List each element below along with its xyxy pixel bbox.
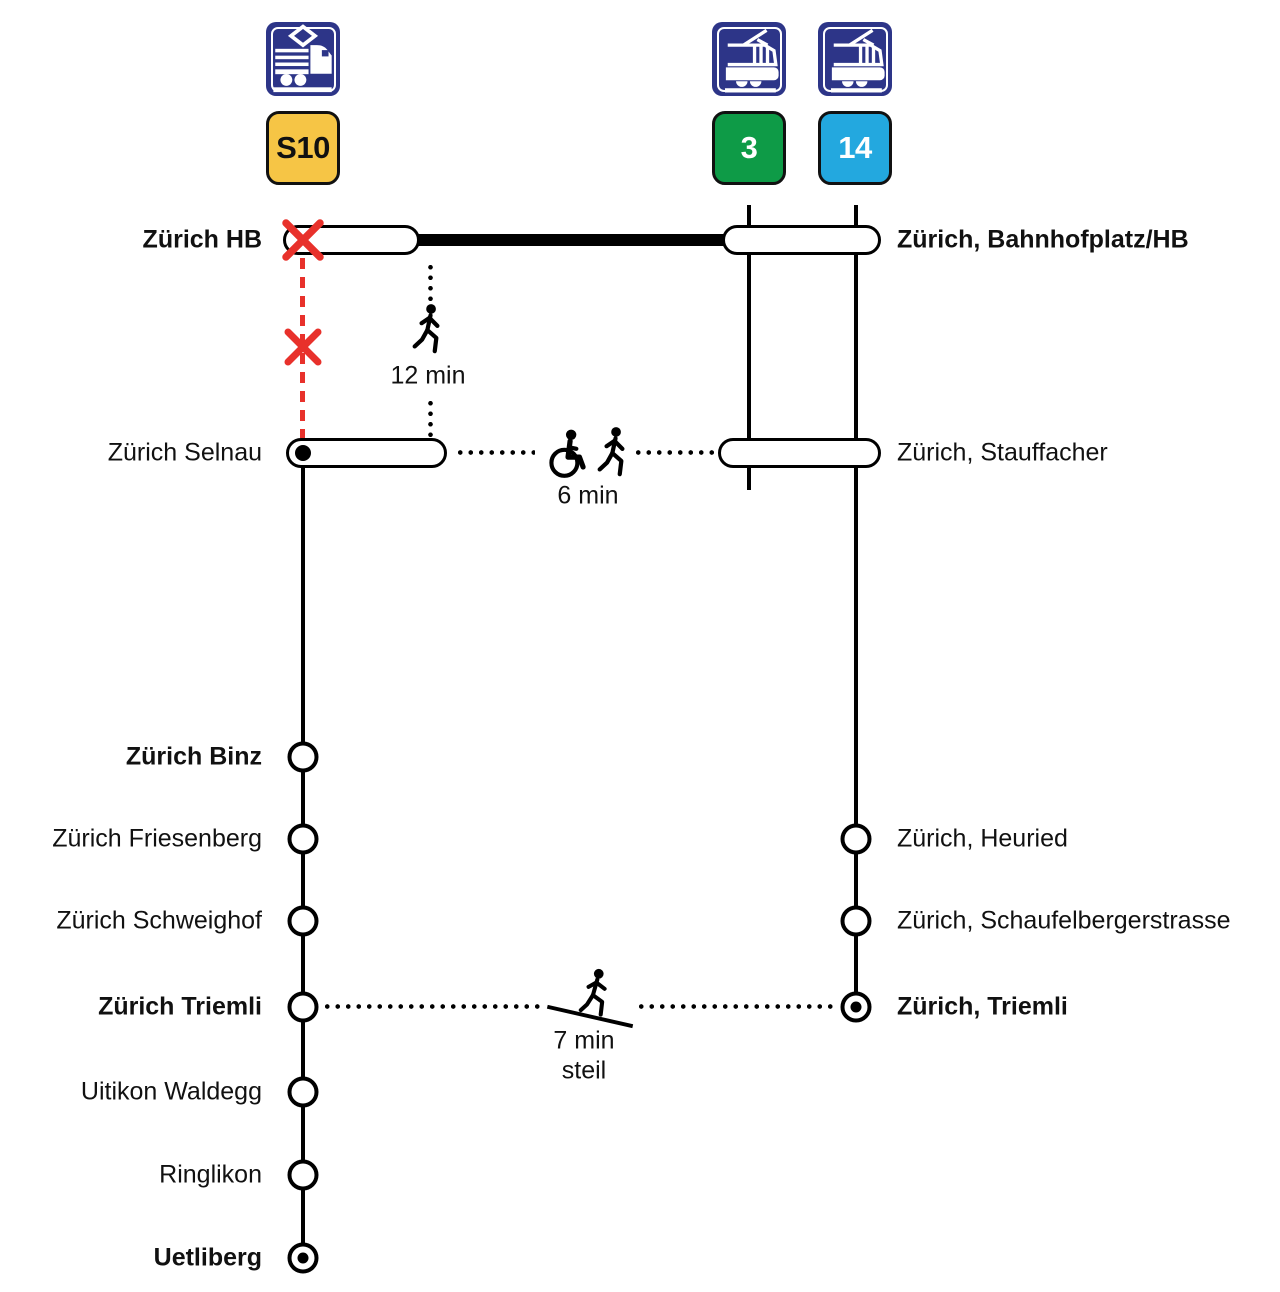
stop-marker-schweighof	[287, 905, 319, 937]
stop-marker-triemli-s10	[287, 991, 319, 1023]
station-label-uetliberg: Uetliberg	[153, 1243, 262, 1272]
wheelchair-icon	[549, 429, 586, 478]
stop-marker-binz	[287, 741, 319, 773]
tram-icon	[712, 22, 786, 96]
train-pictogram	[273, 24, 332, 93]
stop-marker-friesenberg	[287, 823, 319, 855]
stop-marker-ringlikon	[287, 1159, 319, 1191]
walk-note-label: steil	[561, 1056, 607, 1085]
tram-icon	[818, 22, 892, 96]
station-label-ringlikon: Ringlikon	[159, 1160, 262, 1189]
walk-duration-label: 7 min	[553, 1026, 615, 1055]
station-label-selnau: Zürich Selnau	[107, 438, 262, 467]
walking-uphill-icon	[546, 968, 634, 1029]
line-badge-s10: S10	[266, 111, 340, 185]
station-label-triemli-tram: Zürich, Triemli	[897, 992, 1068, 1021]
station-label-waldegg: Uitikon Waldegg	[80, 1077, 262, 1106]
walk-duration-label: 12 min	[390, 361, 466, 390]
line-badge-3: 3	[712, 111, 786, 185]
station-label-binz: Zürich Binz	[125, 742, 262, 771]
tram-pictogram	[830, 28, 885, 93]
line-badge-14: 14	[818, 111, 892, 185]
station-pill-stauffacher	[718, 438, 881, 468]
train-icon	[266, 22, 340, 96]
station-pill-bahnhofplatz	[722, 225, 881, 255]
station-label-schweighof: Zürich Schweighof	[56, 906, 262, 935]
walking-icon	[597, 427, 625, 477]
walk-link-hb-selnau	[428, 262, 433, 302]
stop-marker-heuried	[840, 823, 872, 855]
station-pill-selnau	[286, 438, 447, 468]
terminus-marker-uetliberg	[287, 1242, 319, 1274]
station-label-zurich-hb: Zürich HB	[142, 225, 262, 254]
walk-duration-label: 6 min	[557, 481, 619, 510]
walk-link-selnau-stauffacher	[633, 450, 714, 455]
walk-link-selnau-stauffacher	[455, 450, 535, 455]
walk-link-hb-selnau	[428, 398, 433, 438]
stop-marker-waldegg	[287, 1076, 319, 1108]
tram-line-3-track	[747, 205, 751, 490]
walking-icon	[412, 304, 440, 354]
walk-link-triemli	[322, 1004, 544, 1009]
station-label-triemli-s10: Zürich Triemli	[98, 992, 262, 1021]
station-label-schaufelbergerstrasse: Zürich, Schaufelbergerstrasse	[897, 906, 1231, 935]
stop-marker-schaufelbergerstrasse	[840, 905, 872, 937]
station-label-friesenberg: Zürich Friesenberg	[52, 824, 262, 853]
cancelled-icon	[284, 328, 322, 366]
station-label-stauffacher: Zürich, Stauffacher	[897, 438, 1108, 467]
tram-pictogram	[724, 28, 779, 93]
terminus-marker-triemli-tram	[840, 991, 872, 1023]
hb-bahnhofplatz-connector	[415, 234, 727, 246]
walk-link-triemli	[636, 1004, 838, 1009]
station-label-bahnhofplatz: Zürich, Bahnhofplatz/HB	[897, 225, 1189, 254]
tram-line-14-track	[854, 205, 858, 992]
station-label-heuried: Zürich, Heuried	[897, 824, 1068, 853]
cancelled-icon	[282, 219, 324, 261]
selnau-stop-marker	[295, 445, 311, 461]
